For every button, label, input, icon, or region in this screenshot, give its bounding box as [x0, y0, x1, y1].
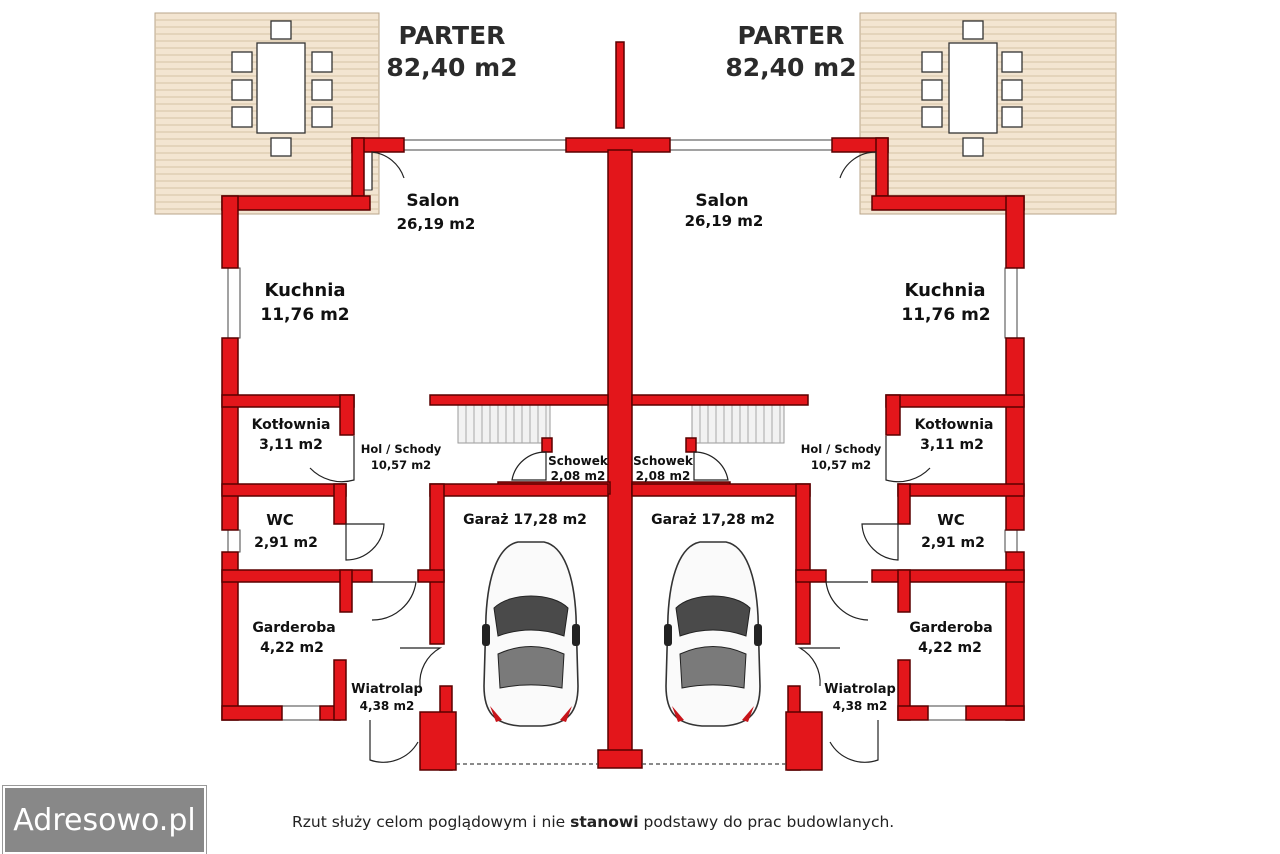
floor-area-left: 82,40 m2: [386, 53, 517, 82]
room-area-salon-right: 26,19 m2: [685, 212, 764, 230]
room-name-kuchnia-right: Kuchnia: [904, 280, 985, 301]
door-swings: [309, 151, 931, 763]
room-name-wc-right: WC: [937, 511, 965, 529]
room-area-garderoba-left: 4,22 m2: [260, 640, 324, 656]
room-name-garderoba-right: Garderoba: [909, 620, 992, 636]
room-name-kotlownia-right: Kotłownia: [915, 417, 994, 433]
stairs-right: [691, 404, 785, 444]
disclaimer-text: Rzut służy celom poglądowym i nie stanow…: [292, 813, 894, 831]
room-name-hol-left: Hol / Schody: [361, 442, 442, 456]
room-name-garderoba-left: Garderoba: [252, 620, 335, 636]
room-name-wc-left: WC: [266, 511, 294, 529]
disclaimer-part-1: Rzut służy celom poglądowym i nie: [292, 813, 571, 831]
room-area-hol-left: 10,57 m2: [371, 458, 431, 472]
room-area-salon-left: 26,19 m2: [397, 215, 476, 233]
floor-title-right: PARTER: [738, 21, 845, 50]
room-area-wc-left: 2,91 m2: [254, 535, 318, 551]
room-area-wc-right: 2,91 m2: [921, 535, 985, 551]
room-area-wiatrolap-right: 4,38 m2: [833, 699, 888, 713]
dining-table-right: [921, 20, 1023, 157]
room-name-salon-right: Salon: [695, 191, 748, 211]
room-name-wiatrolap-right: Wiatrolap: [824, 682, 896, 697]
room-area-schowek-left: 2,08 m2: [551, 469, 606, 483]
stairs-left: [457, 404, 551, 444]
watermark-logo: Adresowo.pl: [3, 786, 206, 854]
room-name-kuchnia-left: Kuchnia: [264, 280, 345, 301]
walls: [221, 41, 1025, 771]
watermark-text: Adresowo.pl: [13, 802, 196, 838]
room-area-hol-right: 10,57 m2: [811, 458, 871, 472]
car-left: [482, 541, 580, 727]
room-area-garderoba-right: 4,22 m2: [918, 640, 982, 656]
room-name-garaz-left: Garaż 17,28 m2: [463, 512, 587, 528]
room-area-kuchnia-right: 11,76 m2: [901, 305, 990, 325]
disclaimer-bold: stanowi: [570, 813, 639, 831]
room-area-kotlownia-left: 3,11 m2: [259, 437, 323, 453]
floor-area-right: 82,40 m2: [725, 53, 856, 82]
disclaimer-part-2: podstawy do prac budowlanych.: [638, 813, 895, 831]
room-area-kuchnia-left: 11,76 m2: [260, 305, 349, 325]
room-name-hol-right: Hol / Schody: [801, 442, 882, 456]
room-name-kotlownia-left: Kotłownia: [252, 417, 331, 433]
car-right: [664, 541, 762, 727]
floor-title-left: PARTER: [399, 21, 506, 50]
room-name-schowek-right: Schowek: [633, 454, 694, 468]
dining-table-left: [231, 20, 333, 157]
room-name-wiatrolap-left: Wiatrolap: [351, 682, 423, 697]
room-area-schowek-right: 2,08 m2: [636, 469, 691, 483]
room-area-wiatrolap-left: 4,38 m2: [360, 699, 415, 713]
room-name-salon-left: Salon: [406, 191, 459, 211]
room-name-schowek-left: Schowek: [548, 454, 609, 468]
room-name-garaz-right: Garaż 17,28 m2: [651, 512, 775, 528]
room-area-kotlownia-right: 3,11 m2: [920, 437, 984, 453]
